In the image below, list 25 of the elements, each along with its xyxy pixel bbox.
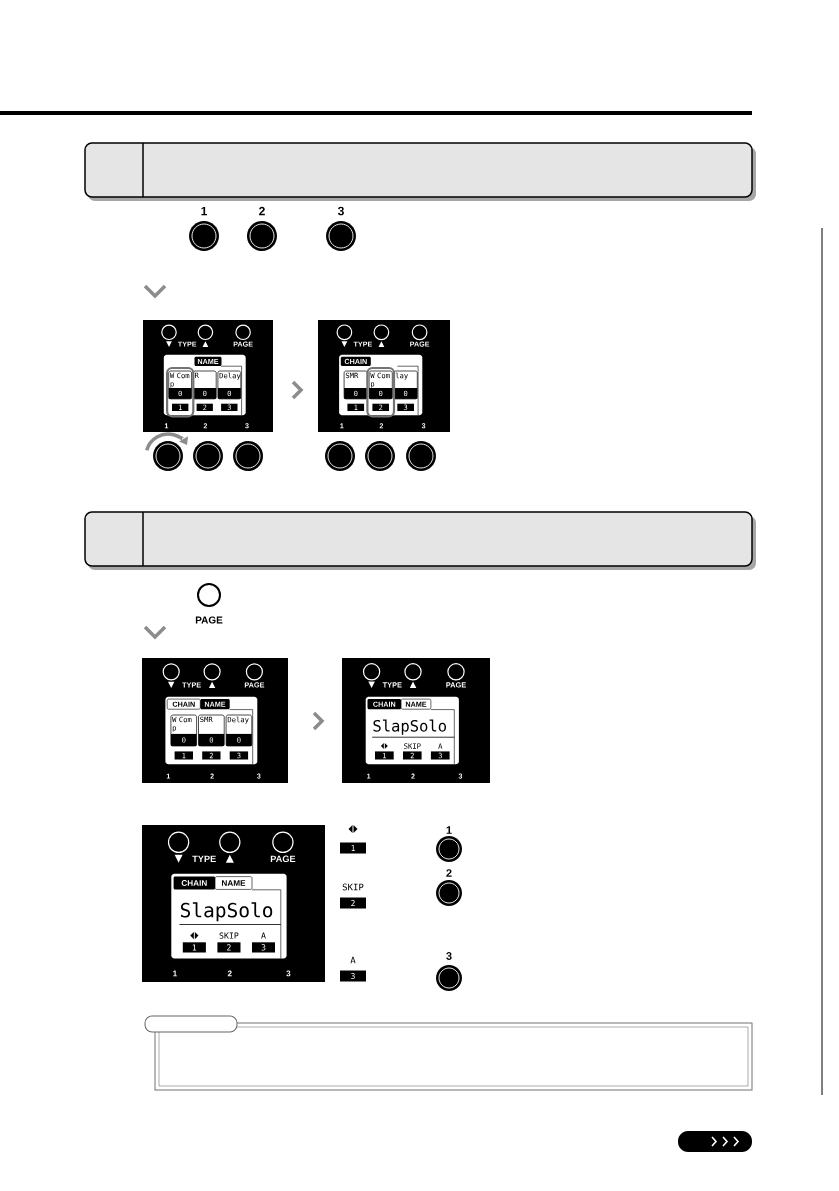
switch-number: 1 <box>201 206 207 216</box>
number-box: 3 <box>340 970 366 982</box>
patch-name: SlapSolo <box>373 719 446 735</box>
switch-number: 3 <box>446 952 452 960</box>
button-label: PAGE <box>195 616 223 624</box>
key-label: SKIP <box>219 932 239 939</box>
switch-number: 1 <box>446 826 452 834</box>
number-box: 1 <box>182 942 206 953</box>
button-label: TYPE <box>192 855 216 862</box>
number-box: 2 <box>340 897 366 909</box>
switch-number: 3 <box>337 206 344 216</box>
number-box: 2 <box>217 942 241 953</box>
tab: NAME <box>214 876 253 890</box>
switch-number: 1 <box>173 970 177 977</box>
button-label: PAGE <box>270 855 296 863</box>
patch-name: SlapSolo <box>180 902 273 922</box>
switch-number: 2 <box>446 869 452 877</box>
switch-number: 3 <box>286 970 291 977</box>
key-label: A <box>261 932 266 939</box>
key-label: SKIP <box>342 883 364 891</box>
switch-number: 2 <box>227 970 232 977</box>
switch-number: 2 <box>259 206 265 216</box>
number-box: 1 <box>340 842 366 854</box>
key-label: A <box>350 956 356 964</box>
number-box: 3 <box>252 942 275 953</box>
